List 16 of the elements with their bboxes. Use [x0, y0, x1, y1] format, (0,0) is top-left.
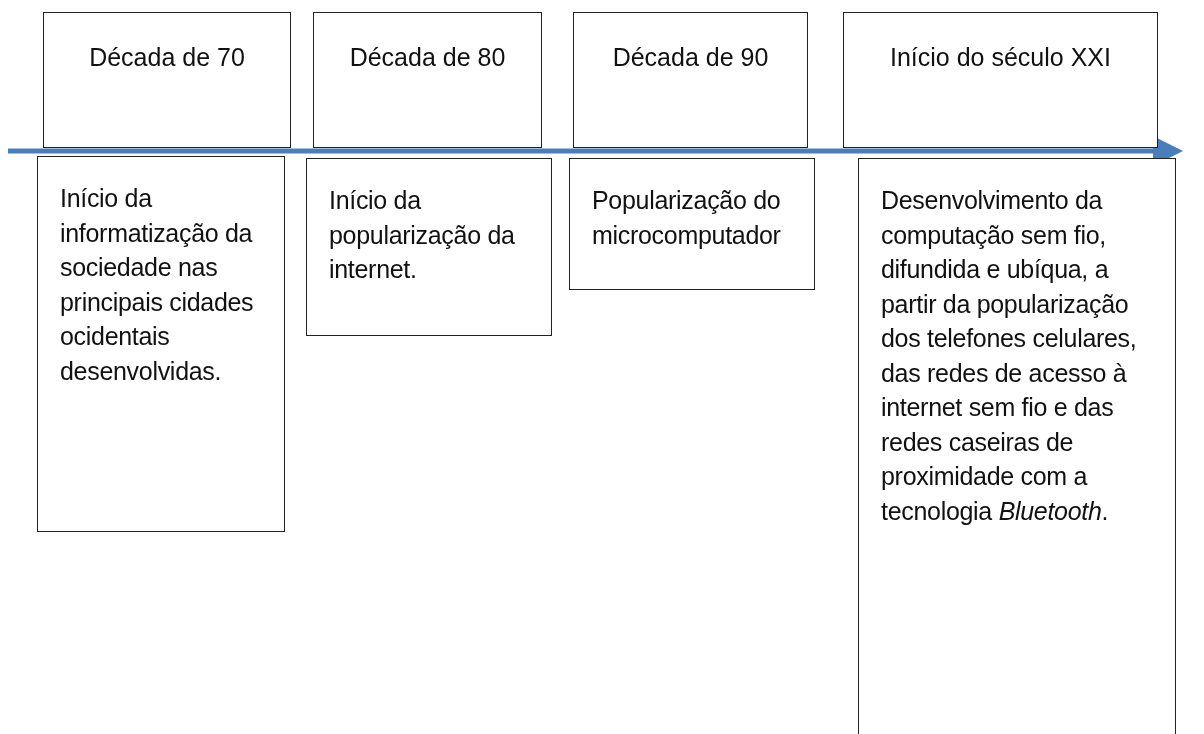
period-box	[43, 12, 291, 148]
event-description: Início da popularização da internet.	[329, 185, 516, 285]
event-description: Início da informatização da sociedade nas principais cidades ocidentais desenvolvidas.	[60, 183, 255, 387]
event-box	[37, 156, 285, 532]
period-label: Década de 90	[612, 43, 769, 72]
period-box	[573, 12, 808, 148]
period-label: Década de 70	[89, 43, 245, 72]
event-box	[569, 158, 815, 290]
event-description: Desenvolvimento da computação sem fio, difundida e ubíqua, a partir da popularização dos telefones celulares, das redes de acesso à internet sem fio e das redes caseiras de proximidade com a tecnologia Bluetooth.	[881, 185, 1138, 527]
period-label: Início do século XXI	[890, 43, 1111, 72]
event-box	[306, 158, 552, 336]
period-box	[313, 12, 542, 148]
event-box	[858, 158, 1176, 734]
period-label: Década de 80	[349, 43, 506, 72]
period-box	[843, 12, 1158, 148]
event-description: Popularização do microcomputador	[592, 185, 782, 251]
